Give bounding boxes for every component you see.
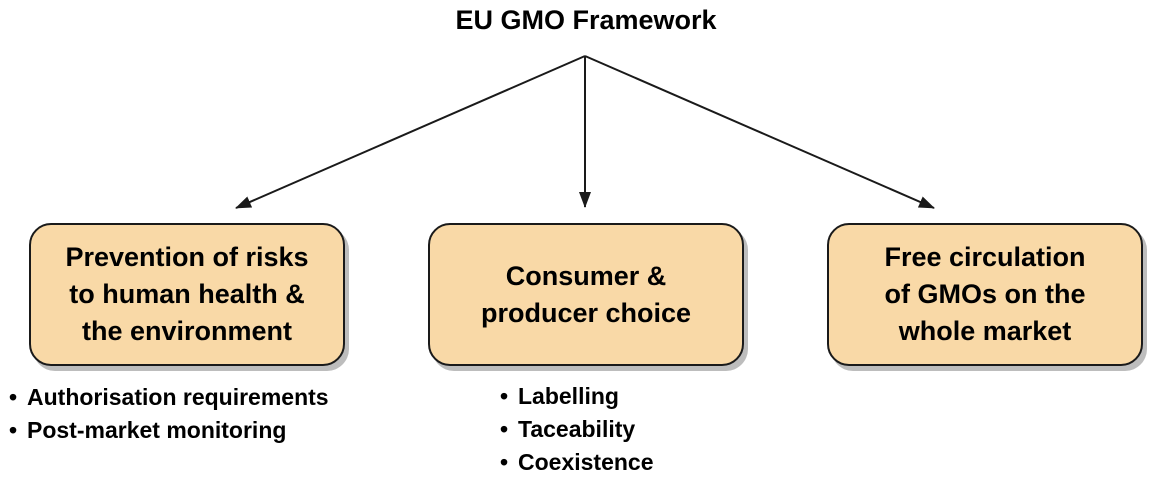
- pillar-label-free-circulation: Free circulation of GMOs on the whole ma…: [884, 242, 1086, 346]
- pillar-box-risk-prevention: Prevention of risks to human health & th…: [29, 223, 345, 366]
- bullet-item: Post-market monitoring: [9, 414, 329, 447]
- pillar-label-risk-prevention: Prevention of risks to human health & th…: [65, 242, 309, 346]
- bullet-item: Coexistence: [500, 446, 654, 479]
- bullet-item: Labelling: [500, 380, 654, 413]
- risk-prevention-bullet-list: Authorisation requirements Post-market m…: [9, 381, 329, 447]
- pillar-box-consumer-choice: Consumer & producer choice: [428, 223, 744, 366]
- consumer-choice-bullet-list: Labelling Taceability Coexistence: [500, 380, 654, 479]
- diagram-title: EU GMO Framework: [455, 5, 717, 35]
- arrow-to-free-circulation: [584, 55, 935, 209]
- arrow-to-risk-prevention: [235, 55, 586, 209]
- bullet-item: Authorisation requirements: [9, 381, 329, 414]
- pillar-box-free-circulation: Free circulation of GMOs on the whole ma…: [827, 223, 1143, 366]
- bullet-item: Taceability: [500, 413, 654, 446]
- pillar-label-consumer-choice: Consumer & producer choice: [480, 260, 692, 328]
